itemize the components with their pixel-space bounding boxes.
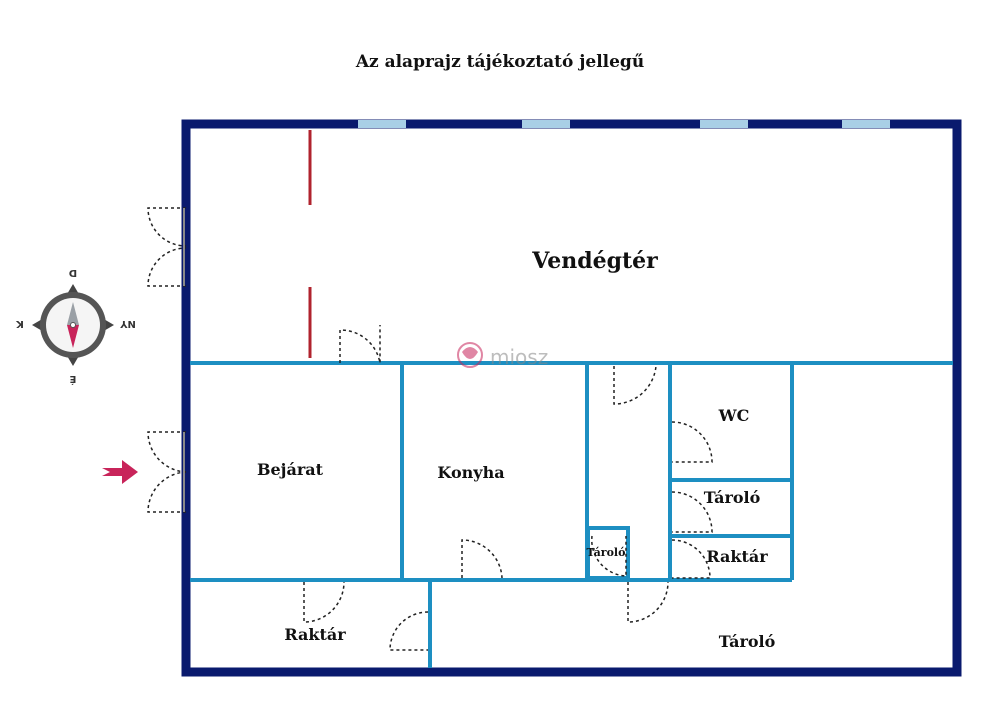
outer-wall	[181, 119, 962, 677]
compass-south-label: É	[69, 373, 76, 386]
room-label-bejarat: Bejárat	[257, 460, 324, 479]
room-label-vendegter: Vendégtér	[531, 248, 658, 274]
entrance-arrow-icon	[102, 460, 138, 484]
compass-icon	[32, 284, 114, 366]
watermark-text: miosz	[490, 345, 548, 369]
room-label-raktar-right: Raktár	[706, 547, 768, 566]
compass-north-label: D	[69, 267, 77, 278]
windows	[358, 120, 890, 128]
plan-title: Az alaprajz tájékoztató jellegű	[355, 52, 645, 72]
room-label-tarolo-right: Tároló	[704, 488, 761, 507]
room-label-wc: WC	[718, 406, 750, 425]
compass-east-label: NY	[119, 318, 135, 329]
compass-west-label: K	[15, 318, 24, 329]
room-label-tarolo-small: Tároló	[587, 546, 626, 559]
room-label-konyha: Konyha	[437, 463, 504, 482]
inner-walls	[190, 361, 953, 668]
doors	[147, 207, 713, 651]
room-label-raktar-bottom: Raktár	[284, 625, 346, 644]
watermark-logo: miosz	[457, 342, 548, 369]
room-label-tarolo-bottom: Tároló	[719, 632, 776, 651]
